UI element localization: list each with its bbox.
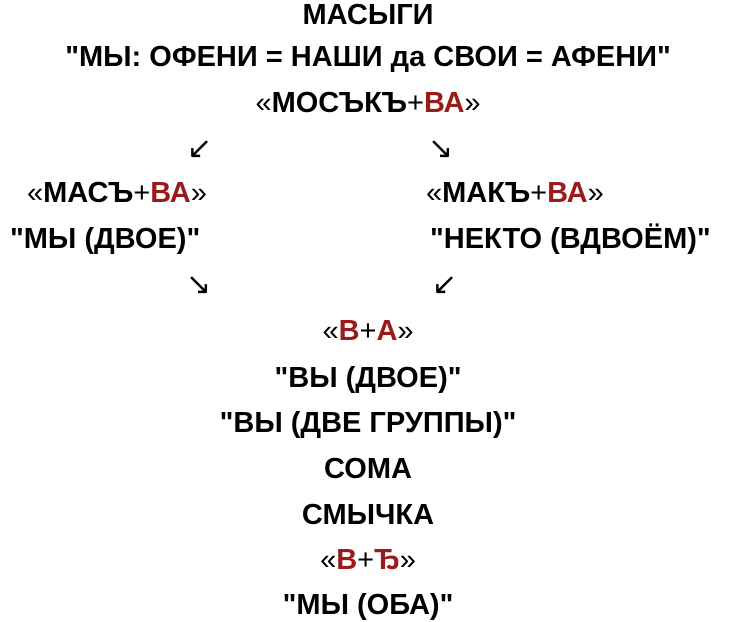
left-suffix: ВА bbox=[150, 177, 191, 209]
final-gloss: "МЫ (ОБА)" bbox=[282, 589, 454, 621]
final-plus: + bbox=[357, 544, 375, 576]
left-stem: МАСЪ bbox=[43, 177, 134, 209]
final-close-quote: » bbox=[399, 544, 416, 576]
arrow-top-left-icon: ↙ bbox=[187, 132, 213, 165]
right-formula: «МАКЪ+ВА» bbox=[426, 176, 604, 210]
left-close-quote: » bbox=[190, 177, 207, 209]
merge-open-quote: « bbox=[322, 315, 339, 347]
top-close-quote: » bbox=[464, 87, 481, 119]
right-suffix: ВА bbox=[547, 177, 588, 209]
top-suffix: ВА bbox=[423, 87, 465, 119]
right-close-quote: » bbox=[587, 177, 604, 209]
final-letter-a: В bbox=[336, 544, 358, 576]
top-formula: «МОСЪКЪ+ВА» bbox=[0, 86, 736, 120]
merge-letter-b: А bbox=[376, 315, 398, 347]
right-open-quote: « bbox=[426, 177, 443, 209]
top-stem: МОСЪКЪ bbox=[271, 87, 408, 119]
merge-word-smychka: СМЫЧКА bbox=[301, 499, 435, 531]
left-gloss: "МЫ (ДВОЕ)" bbox=[10, 223, 201, 255]
final-letter-b: Ђ bbox=[374, 544, 400, 576]
final-open-quote: « bbox=[320, 544, 337, 576]
left-plus: + bbox=[133, 177, 151, 209]
diagram-title: МАСЫГИ bbox=[302, 0, 434, 31]
merge-gloss-1: "ВЫ (ДВОЕ)" bbox=[274, 362, 462, 394]
left-formula: «МАСЪ+ВА» bbox=[27, 176, 207, 210]
right-stem: МАКЪ bbox=[442, 177, 531, 209]
arrow-top-right-icon: ↘ bbox=[428, 132, 454, 165]
arrow-bottom-right-icon: ↙ bbox=[432, 268, 458, 301]
right-gloss: "НЕКТО (ВДВОЁМ)" bbox=[430, 223, 711, 255]
merge-letter-a: В bbox=[338, 315, 360, 347]
top-plus: + bbox=[407, 87, 424, 119]
left-open-quote: « bbox=[27, 177, 44, 209]
final-formula: «В+Ђ» bbox=[0, 543, 736, 577]
arrow-bottom-left-icon: ↘ bbox=[186, 268, 212, 301]
merge-gloss-2: "ВЫ (ДВЕ ГРУППЫ)" bbox=[219, 407, 517, 439]
top-open-quote: « bbox=[255, 87, 272, 119]
merge-close-quote: » bbox=[397, 315, 414, 347]
merge-word-soma: СОМА bbox=[324, 453, 412, 485]
merge-plus: + bbox=[359, 315, 377, 347]
ofeni-line: "МЫ: ОФЕНИ = НАШИ да СВОИ = АФЕНИ" bbox=[65, 41, 671, 73]
merge-formula: «В+А» bbox=[0, 314, 736, 348]
right-plus: + bbox=[530, 177, 548, 209]
